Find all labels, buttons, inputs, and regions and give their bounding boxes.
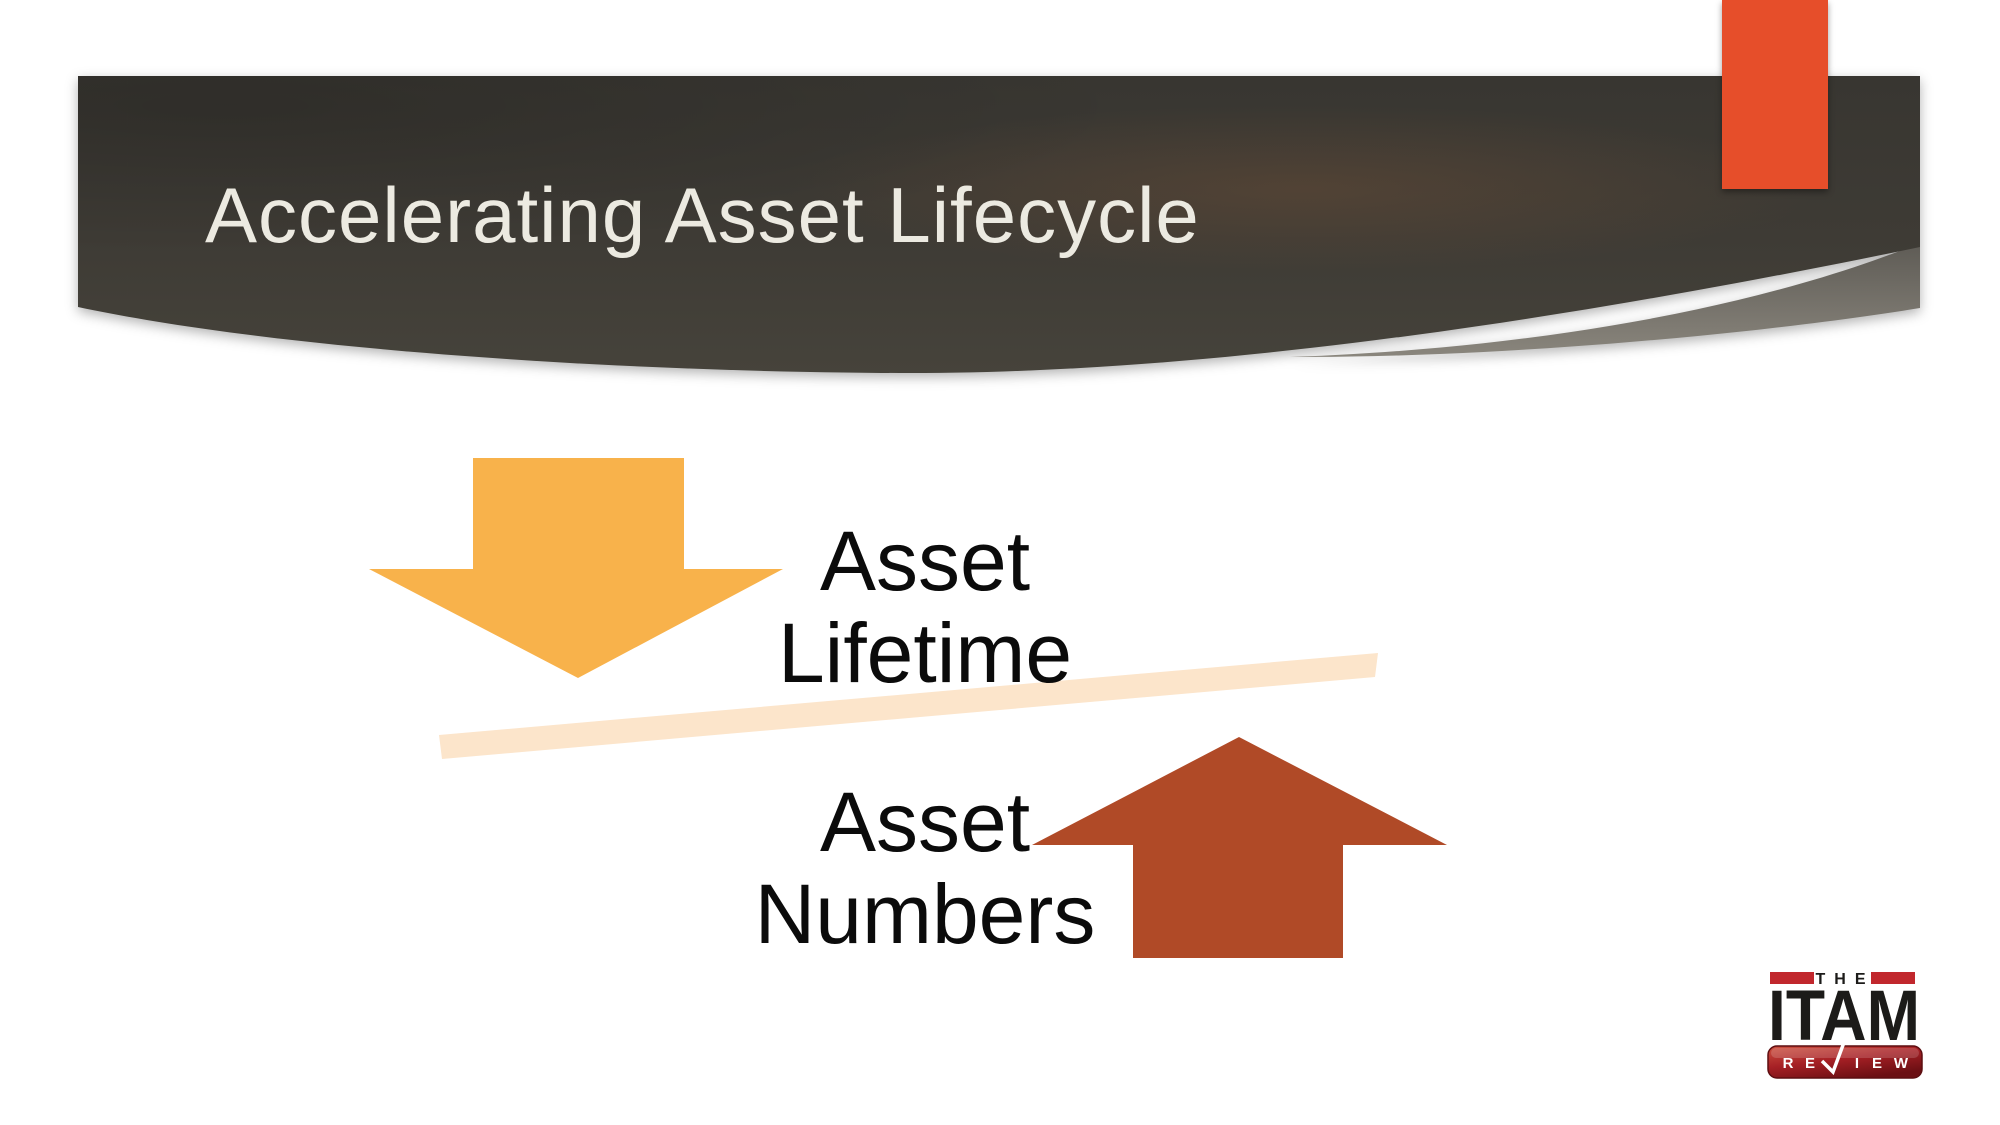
logo-review-letter-w: W	[1894, 1055, 1909, 1072]
asset-numbers-line2: Numbers	[754, 867, 1096, 961]
logo-review-letter-i: I	[1855, 1055, 1859, 1072]
asset-lifetime-line1: Asset	[819, 514, 1031, 608]
up-arrow	[1032, 737, 1447, 958]
down-arrow	[369, 458, 783, 678]
slide-title: Accelerating Asset Lifecycle	[205, 171, 1200, 259]
logo-review-box	[1767, 1045, 1923, 1079]
banner-highlight-crescent	[1290, 243, 1920, 358]
logo-right-red-bar	[1871, 972, 1915, 984]
logo-review-box-gloss	[1771, 1048, 1919, 1058]
asset-lifetime-label: Asset Lifetime	[625, 515, 1225, 699]
asset-numbers-label: Asset Numbers	[625, 776, 1225, 960]
asset-lifetime-line2: Lifetime	[777, 606, 1073, 700]
header-banner	[78, 76, 1920, 374]
logo-the-text: THE	[1816, 971, 1875, 988]
accent-bar	[1722, 0, 1828, 189]
logo-review-letter-e2: E	[1872, 1055, 1882, 1072]
logo-checkmark-icon	[1820, 1036, 1848, 1076]
seesaw-beam	[439, 653, 1378, 759]
logo-review-letter-r: R	[1783, 1055, 1794, 1072]
logo-review-letter-e1: E	[1805, 1055, 1815, 1072]
logo-left-red-bar	[1770, 972, 1814, 984]
asset-numbers-line1: Asset	[819, 775, 1031, 869]
